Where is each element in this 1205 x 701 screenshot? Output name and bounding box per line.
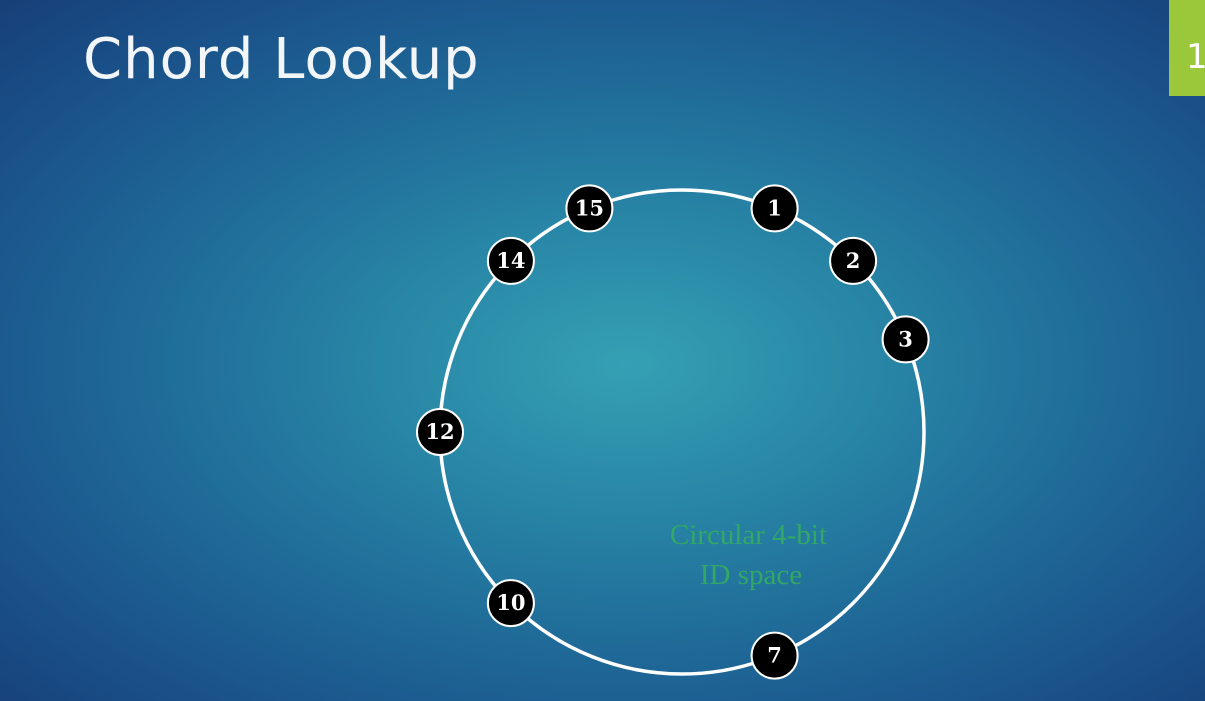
caption-line-1: Circular 4-bit bbox=[670, 519, 827, 551]
ring-node: 12 bbox=[416, 408, 464, 456]
ring-node: 15 bbox=[565, 184, 614, 233]
ring-node-circle bbox=[486, 579, 535, 628]
ring-node: 14 bbox=[486, 236, 535, 285]
ring-node: 7 bbox=[750, 631, 799, 680]
ring-node-circle bbox=[750, 631, 799, 680]
ring-node-label: 1 bbox=[767, 195, 782, 220]
slide-title: Chord Lookup bbox=[83, 27, 480, 92]
slide-number: 1 bbox=[1186, 37, 1205, 77]
ring-node-label: 15 bbox=[575, 195, 604, 220]
ring-node-circle bbox=[565, 184, 614, 233]
ring-node: 3 bbox=[881, 315, 930, 364]
ring-node: 1 bbox=[750, 184, 799, 233]
ring-node-label: 14 bbox=[496, 248, 525, 273]
ring-node-circle bbox=[829, 236, 878, 285]
ring-node-circle bbox=[416, 408, 464, 456]
id-space-caption: Circular 4-bit ID space bbox=[670, 519, 832, 591]
ring-node: 10 bbox=[486, 579, 535, 628]
ring-node-label: 10 bbox=[496, 590, 525, 615]
ring-node-circle bbox=[750, 184, 799, 233]
slide-number-tab: 1 bbox=[1169, 0, 1205, 96]
ring-node-label: 3 bbox=[898, 326, 913, 351]
caption-line-2: ID space bbox=[700, 559, 802, 591]
ring-node-label: 12 bbox=[425, 419, 454, 444]
ring-node-circle bbox=[486, 236, 535, 285]
ring-node-circle bbox=[881, 315, 930, 364]
ring-node: 2 bbox=[829, 236, 878, 285]
ring-node-label: 2 bbox=[846, 248, 861, 273]
ring-node-label: 7 bbox=[767, 643, 782, 668]
